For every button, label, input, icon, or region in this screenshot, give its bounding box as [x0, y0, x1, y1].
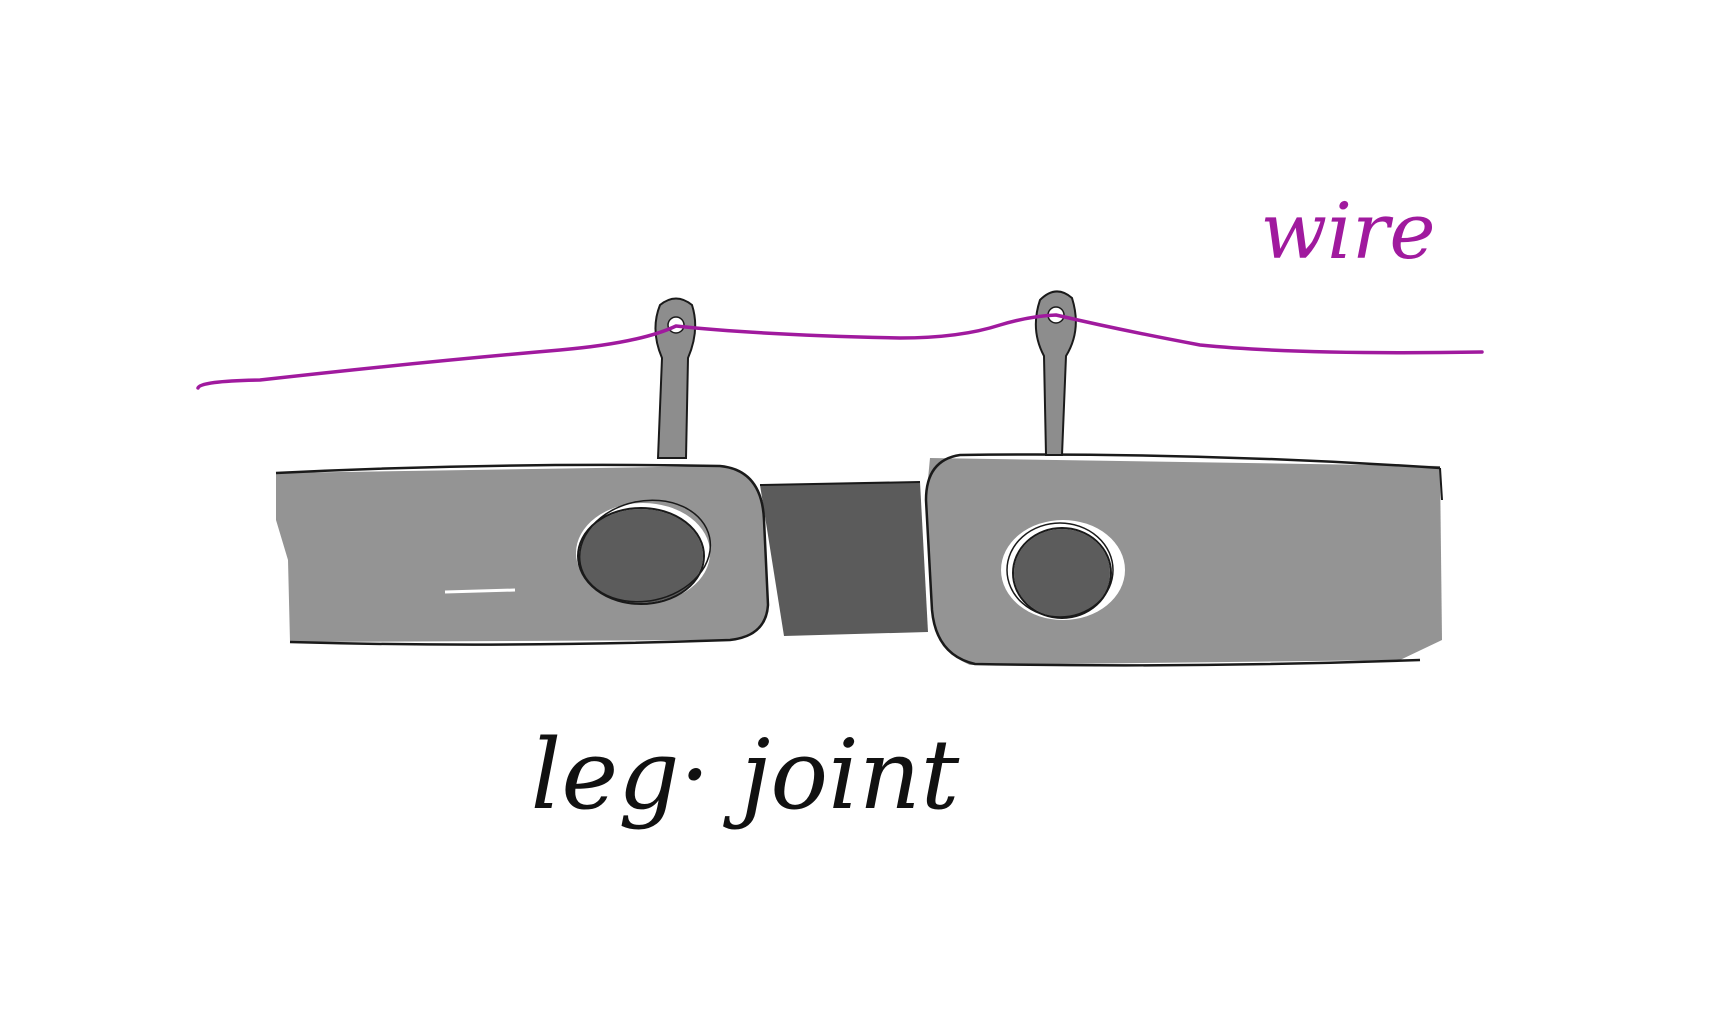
left-hole	[576, 499, 712, 605]
wire	[196, 313, 1484, 390]
joint-block	[759, 481, 928, 636]
wire-label: wire	[1260, 187, 1435, 277]
leg-joint-label: leg· joint	[531, 719, 960, 831]
right-hole	[1001, 520, 1125, 620]
left-eyelet	[654, 297, 697, 459]
